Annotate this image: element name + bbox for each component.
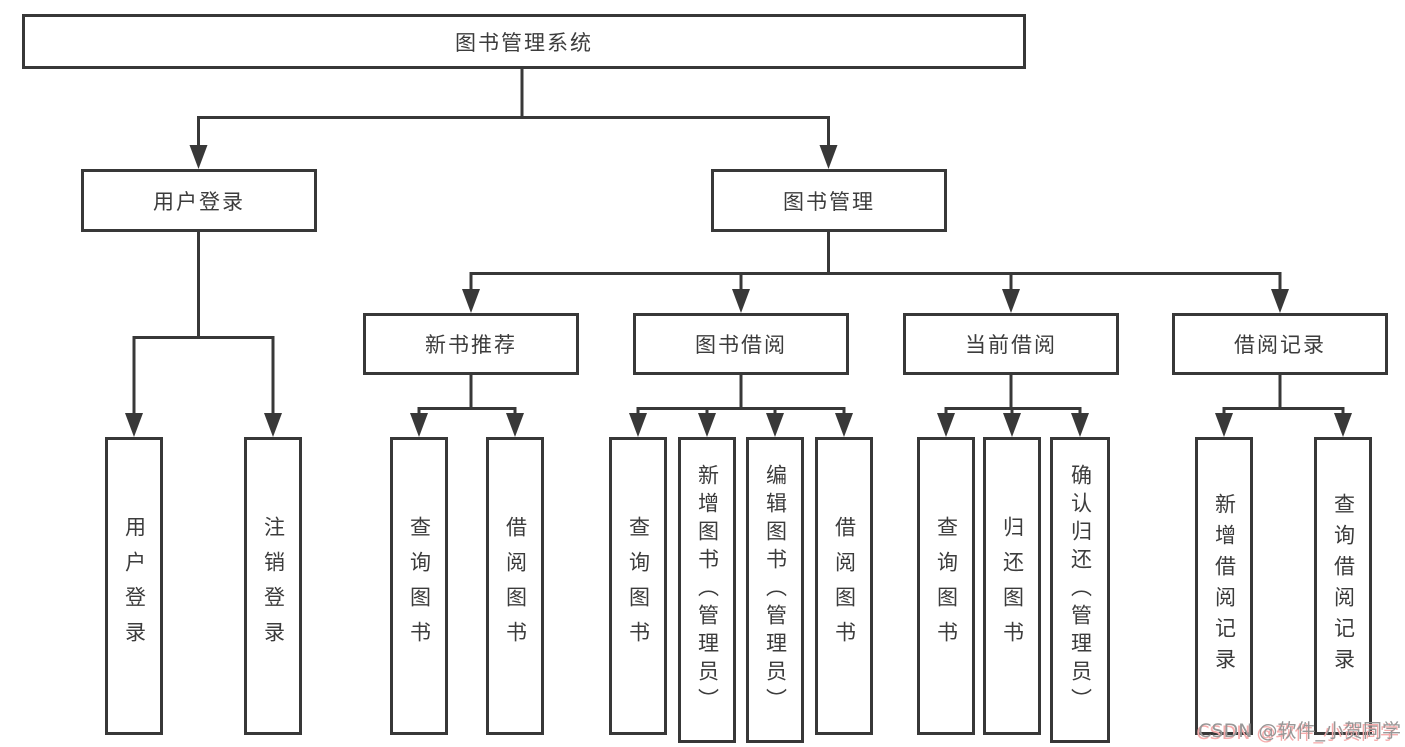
node-root: 图书管理系统: [22, 14, 1026, 69]
leaf-return-book: 归还图书: [983, 437, 1041, 735]
node-user-login: 用户登录: [81, 169, 317, 232]
leaf-query-books-borrow: 查询图书: [609, 437, 667, 735]
watermark: CSDN @软件_小贺同学 CSDN @软件_小贺同学: [1196, 720, 1401, 745]
leaf-user-login: 用户登录: [105, 437, 163, 735]
node-new-book-recommend: 新书推荐: [363, 313, 579, 375]
watermark-text: CSDN @软件_小贺同学: [1198, 720, 1401, 743]
leaf-add-borrow-record: 新增借阅记录: [1195, 437, 1253, 735]
node-borrow-records: 借阅记录: [1172, 313, 1388, 375]
connector-borrow-records-to-leaves: [1222, 373, 1345, 418]
leaf-edit-book-admin: 编辑图书（管理员）: [746, 437, 804, 743]
connector-book-mgmt-to-level3: [469, 230, 1282, 294]
watermark-shadow-text: CSDN @软件_小贺同学: [1196, 722, 1399, 745]
node-book-borrow: 图书借阅: [633, 313, 849, 375]
leaf-borrow-books: 借阅图书: [815, 437, 873, 735]
leaf-borrow-books-recommend: 借阅图书: [486, 437, 544, 735]
node-book-management: 图书管理: [711, 169, 947, 232]
connector-user-login-to-leaves: [132, 230, 275, 418]
leaf-query-books-current: 查询图书: [917, 437, 975, 735]
connector-current-borrow-to-leaves: [944, 373, 1082, 418]
leaf-confirm-return-admin: 确认归还（管理员）: [1050, 437, 1110, 743]
leaf-logout: 注销登录: [244, 437, 302, 735]
connector-book-borrow-to-leaves: [636, 373, 846, 418]
connector-root-to-level2: [197, 67, 830, 149]
leaf-query-borrow-record: 查询借阅记录: [1314, 437, 1372, 735]
node-current-borrow: 当前借阅: [903, 313, 1119, 375]
connector-new-book-rec-to-leaves: [417, 373, 517, 418]
leaf-add-book-admin: 新增图书（管理员）: [678, 437, 736, 743]
arrowheads: [125, 145, 1352, 437]
leaf-query-books-recommend: 查询图书: [390, 437, 448, 735]
